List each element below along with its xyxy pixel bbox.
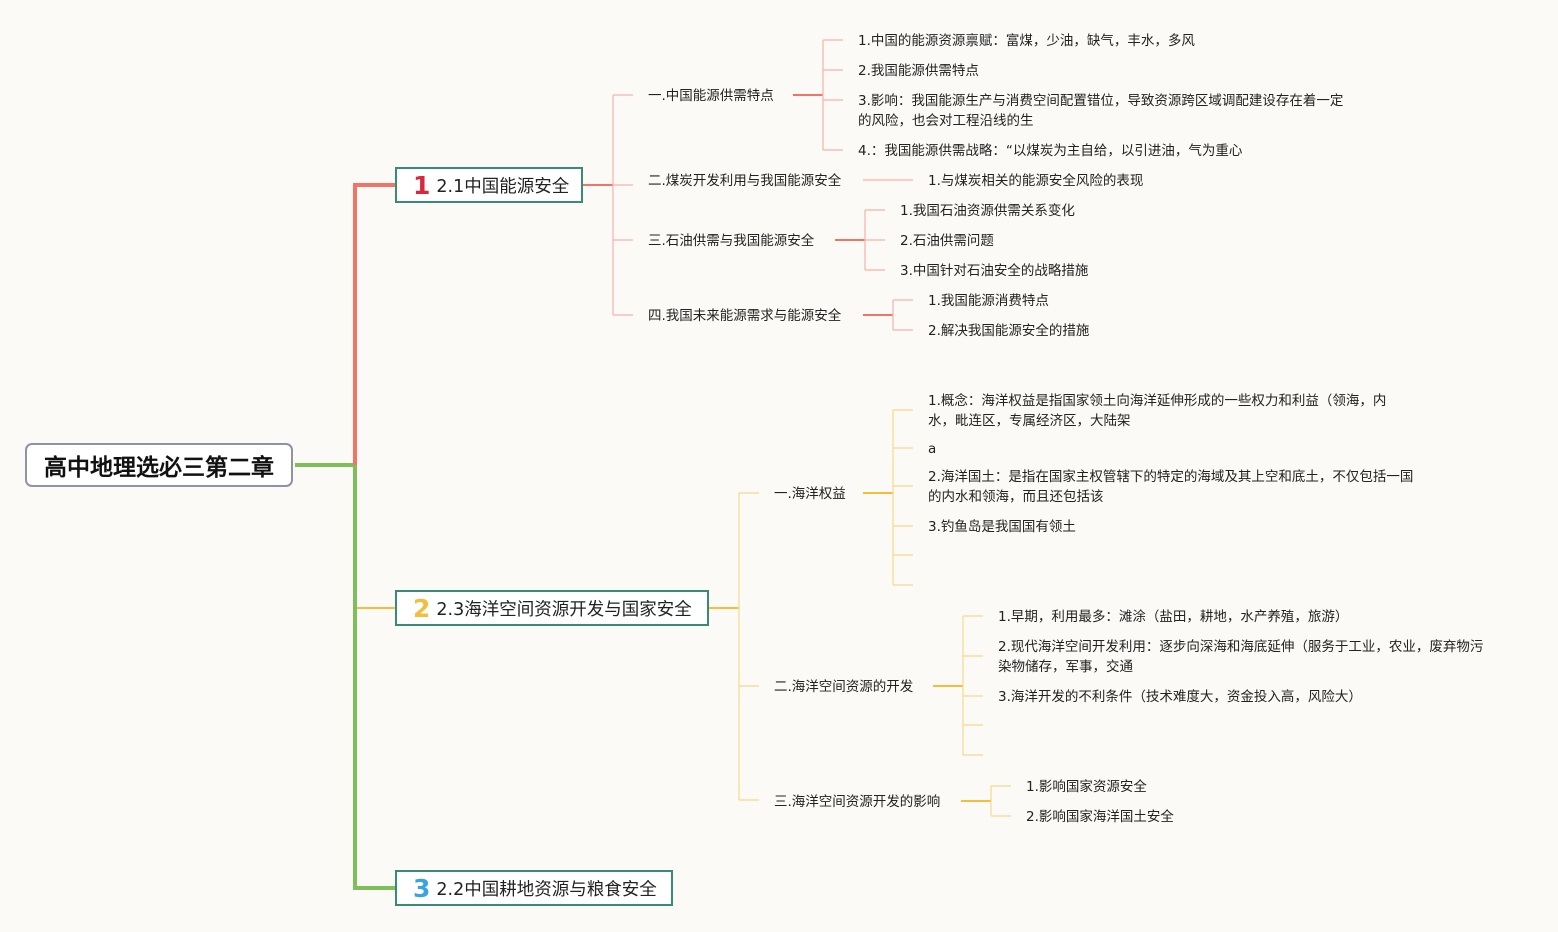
- leaf-node[interactable]: 1.中国的能源资源禀赋：富煤，少油，缺气，丰水，多风: [858, 33, 1195, 49]
- root-node[interactable]: 高中地理选必三第二章: [25, 443, 293, 487]
- subtopic-node[interactable]: 一.海洋权益: [774, 486, 846, 502]
- number-3-icon: 3: [413, 873, 431, 903]
- subtopic-node[interactable]: 三.石油供需与我国能源安全: [648, 233, 815, 249]
- leaf-node[interactable]: 2.现代海洋空间开发利用：逐步向深海和海底延伸（服务于工业，农业，废弃物污染物储…: [998, 639, 1484, 675]
- leaf-node[interactable]: 2.我国能源供需特点: [858, 63, 979, 79]
- leaf-node[interactable]: 1.概念：海洋权益是指国家领土向海洋延伸形成的一些权力和利益（领海，内水，毗连区…: [928, 393, 1387, 429]
- trunk-to-topic1: [353, 183, 395, 465]
- leaf-node[interactable]: 3.钓鱼岛是我国国有领土: [928, 519, 1076, 535]
- topic-label: 2.1中国能源安全: [436, 176, 570, 197]
- subtopic-node[interactable]: 二.海洋空间资源的开发: [774, 679, 914, 695]
- topic-label: 2.3海洋空间资源开发与国家安全: [436, 599, 692, 620]
- leaf-node[interactable]: 3.影响：我国能源生产与消费空间配置错位，导致资源跨区域调配建设存在着一定的风险…: [858, 93, 1344, 129]
- topic-node-1[interactable]: 1 2.1中国能源安全: [395, 167, 583, 203]
- topic-node-2[interactable]: 2 2.3海洋空间资源开发与国家安全: [395, 590, 709, 626]
- leaf-node[interactable]: 3.海洋开发的不利条件（技术难度大，资金投入高，风险大）: [998, 689, 1362, 705]
- topic-label: 2.2中国耕地资源与粮食安全: [436, 879, 657, 900]
- leaf-node[interactable]: 2.石油供需问题: [900, 233, 994, 249]
- leaf-node[interactable]: a: [928, 441, 937, 457]
- leaf-node[interactable]: 3.中国针对石油安全的战略措施: [900, 263, 1089, 279]
- subtopic-node[interactable]: 四.我国未来能源需求与能源安全: [648, 308, 842, 324]
- subtopic-node[interactable]: 三.海洋空间资源开发的影响: [774, 794, 941, 810]
- leaf-node[interactable]: 2.海洋国土：是指在国家主权管辖下的特定的海域及其上空和底土，不仅包括一国的内水…: [928, 469, 1414, 505]
- topic-node-3[interactable]: 3 2.2中国耕地资源与粮食安全: [395, 870, 673, 906]
- number-2-icon: 2: [413, 593, 431, 623]
- leaf-node[interactable]: 1.与煤炭相关的能源安全风险的表现: [928, 173, 1144, 189]
- leaf-node[interactable]: 2.影响国家海洋国土安全: [1026, 809, 1174, 825]
- subtopic-node[interactable]: 一.中国能源供需特点: [648, 88, 774, 104]
- leaf-node[interactable]: 1.影响国家资源安全: [1026, 779, 1147, 795]
- trunk-to-topic3: [353, 465, 395, 890]
- number-1-icon: 1: [413, 170, 431, 200]
- topic2-connectors: [709, 409, 1011, 817]
- topic1-connectors: [583, 39, 913, 331]
- leaf-node[interactable]: 1.我国石油资源供需关系变化: [900, 203, 1075, 219]
- leaf-node[interactable]: 2.解决我国能源安全的措施: [928, 323, 1090, 339]
- leaf-node[interactable]: 1.早期，利用最多：滩涂（盐田，耕地，水产养殖，旅游）: [998, 609, 1349, 625]
- subtopic-node[interactable]: 二.煤炭开发利用与我国能源安全: [648, 173, 842, 189]
- leaf-node[interactable]: 4.：我国能源供需战略：“以煤炭为主自给，以引进油，气为重心: [858, 143, 1243, 159]
- leaf-node[interactable]: 1.我国能源消费特点: [928, 293, 1049, 309]
